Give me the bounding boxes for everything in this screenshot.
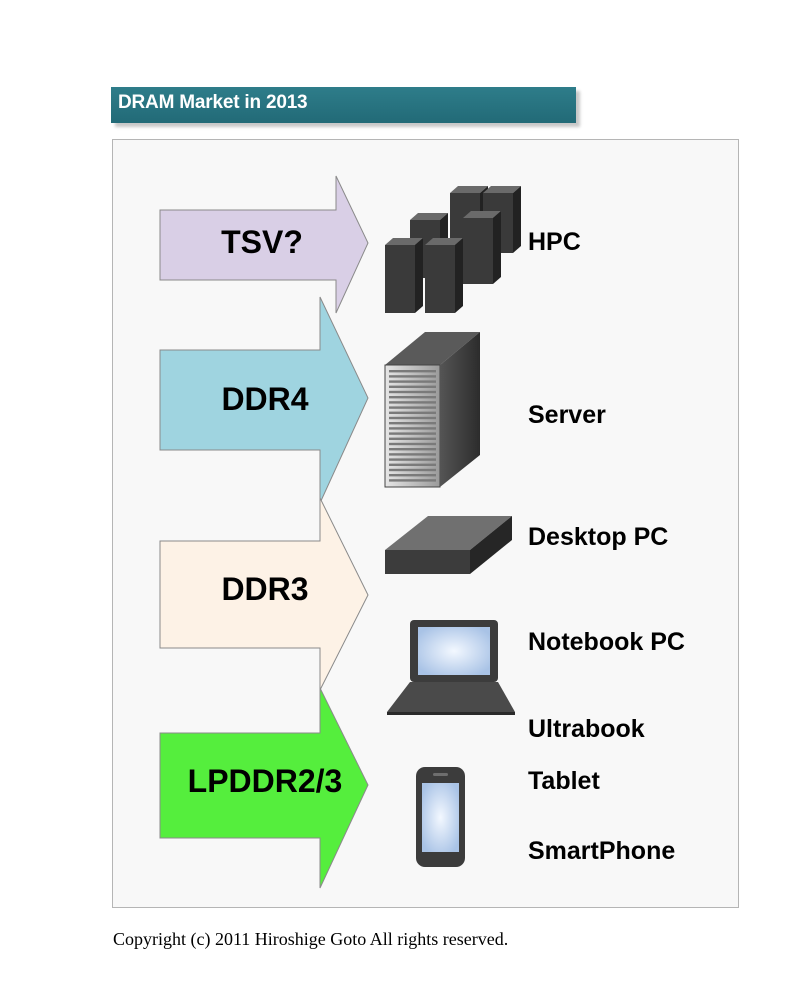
device-label-server: Server	[528, 401, 606, 429]
title-banner: DRAM Market in 2013	[111, 87, 576, 123]
desktop-box-icon	[385, 516, 512, 574]
arrow-label-lpddr: LPDDR2/3	[188, 763, 343, 799]
smartphone-icon	[416, 767, 465, 867]
arrow-lpddr: LPDDR2/3	[159, 687, 369, 889]
device-label-desktop-pc: Desktop PC	[528, 523, 668, 551]
arrow-ddr4: DDR4	[159, 296, 369, 504]
device-label-notebook-pc: Notebook PC	[528, 628, 685, 656]
laptop-icon	[387, 620, 515, 715]
arrow-ddr3: DDR3	[159, 497, 369, 691]
hpc-cluster-icon	[385, 186, 521, 313]
server-tower-icon	[384, 332, 480, 488]
arrow-label-ddr4: DDR4	[221, 381, 308, 417]
device-label-tablet: Tablet	[528, 767, 600, 795]
device-label-ultrabook: Ultrabook	[528, 715, 645, 743]
copyright-notice: Copyright (c) 2011 Hiroshige Goto All ri…	[113, 929, 509, 949]
arrow-label-ddr3: DDR3	[221, 571, 308, 607]
arrow-label-tsv: TSV?	[221, 224, 303, 260]
device-label-smartphone: SmartPhone	[528, 837, 675, 865]
page-title: DRAM Market in 2013	[118, 92, 308, 113]
arrow-tsv: TSV?	[159, 175, 369, 314]
device-label-hpc: HPC	[528, 228, 581, 256]
